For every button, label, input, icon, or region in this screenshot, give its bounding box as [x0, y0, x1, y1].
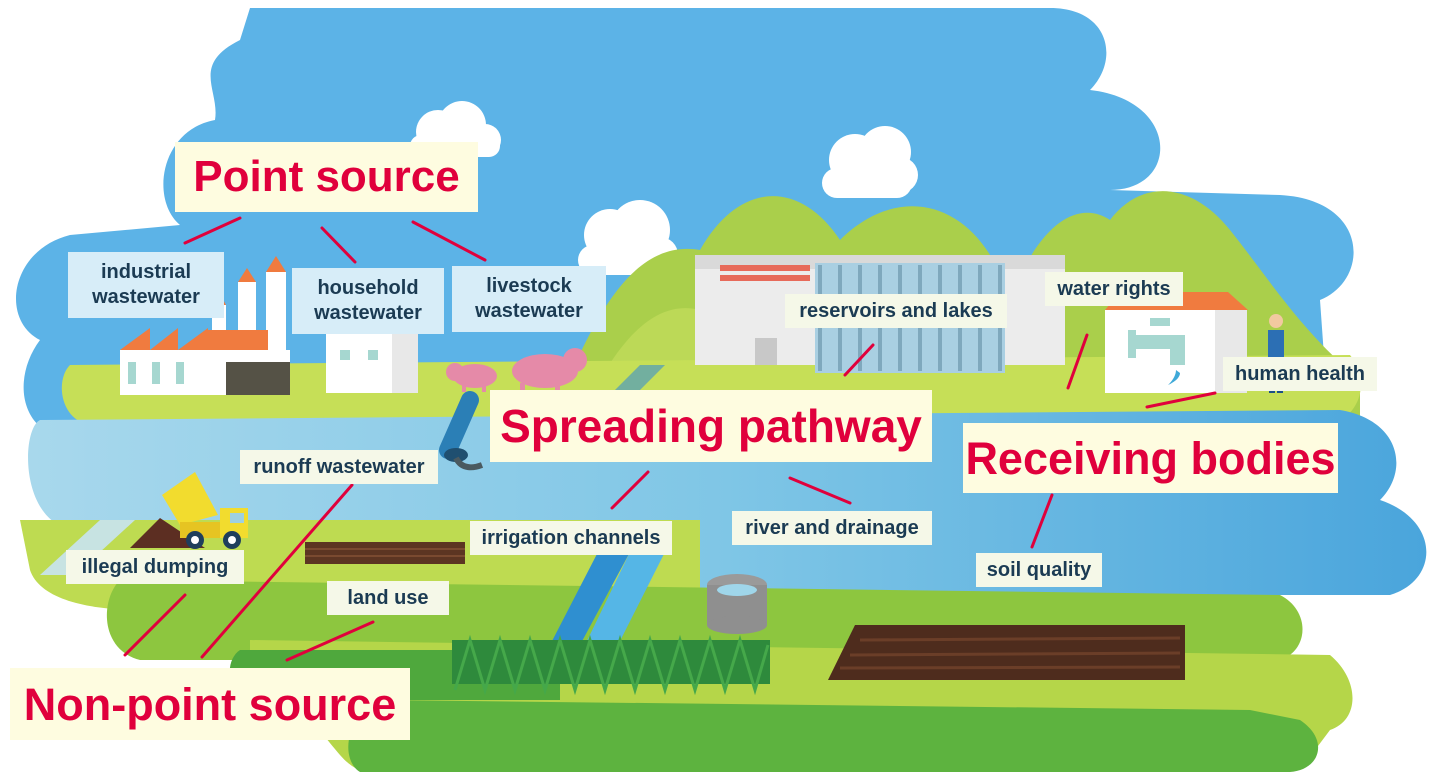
receiving-bodies-heading: Receiving bodies — [963, 423, 1338, 493]
well — [707, 574, 767, 634]
point-source-heading: Point source — [175, 142, 478, 212]
cloud — [822, 126, 918, 198]
factory — [120, 256, 290, 395]
land-use-label: land use — [327, 581, 449, 615]
pig-icon — [446, 363, 497, 392]
river-and-drainage-label: river and drainage — [732, 511, 932, 545]
dump-truck — [40, 472, 248, 575]
livestock-wastewater-label: livestock wastewater — [452, 266, 606, 332]
soil-quality-label: soil quality — [976, 553, 1102, 587]
soil-field — [828, 625, 1185, 680]
non-point-source-heading: Non-point source — [10, 668, 410, 740]
industrial-wastewater-label: industrial wastewater — [68, 252, 224, 318]
label-line: livestock — [486, 275, 572, 297]
spreading-pathway-heading: Spreading pathway — [490, 390, 932, 462]
field-dark — [348, 700, 1319, 772]
plowed-field — [305, 542, 465, 564]
human-health-label: human health — [1223, 357, 1377, 391]
drain-pipe — [439, 391, 484, 471]
illegal-dumping-label: illegal dumping — [66, 550, 244, 584]
label-line: household — [317, 277, 419, 299]
connector-lines — [123, 216, 1217, 662]
label-line: industrial — [100, 261, 191, 283]
pig-icon — [512, 348, 587, 393]
irrigation-channel — [550, 552, 665, 645]
water-rights-label: water rights — [1045, 272, 1183, 306]
label-line: wastewater — [92, 286, 200, 308]
faucet-icon — [1128, 318, 1185, 385]
rice-field — [452, 634, 770, 696]
reservoirs-and-lakes-label: reservoirs and lakes — [785, 294, 1007, 328]
runoff-wastewater-label: runoff wastewater — [240, 450, 438, 484]
label-line: wastewater — [475, 300, 583, 322]
label-line: wastewater — [314, 302, 422, 324]
irrigation-channels-label: irrigation channels — [470, 521, 672, 555]
household-wastewater-label: household wastewater — [292, 268, 444, 334]
